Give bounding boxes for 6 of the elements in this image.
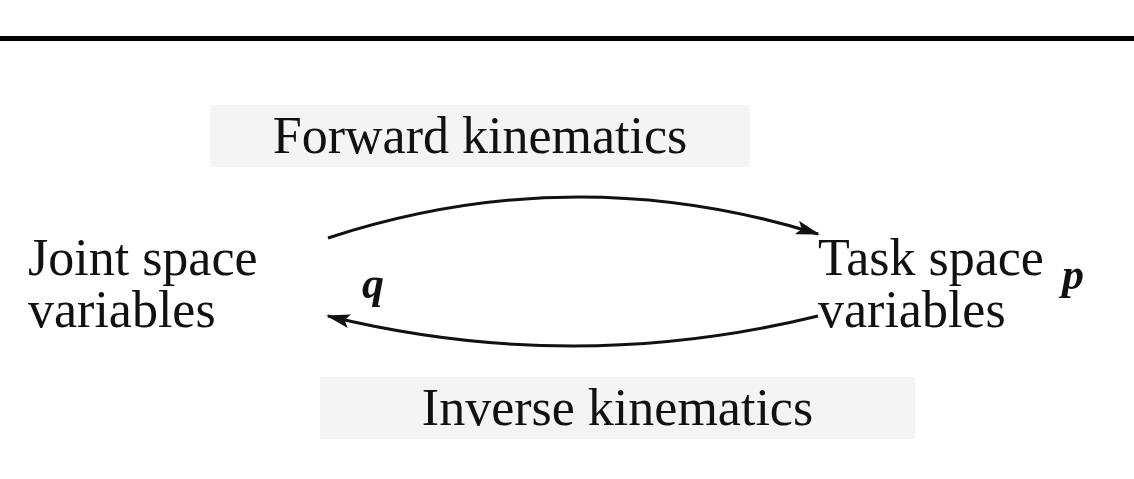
edge-label: Inverse kinematics <box>320 377 915 439</box>
curved-arrow <box>327 195 820 240</box>
curved-arrow <box>326 314 819 348</box>
node-label: Task space variables <box>818 232 1045 336</box>
node-label: Joint space variables <box>28 232 259 336</box>
edge-label: Forward kinematics <box>210 105 750 167</box>
